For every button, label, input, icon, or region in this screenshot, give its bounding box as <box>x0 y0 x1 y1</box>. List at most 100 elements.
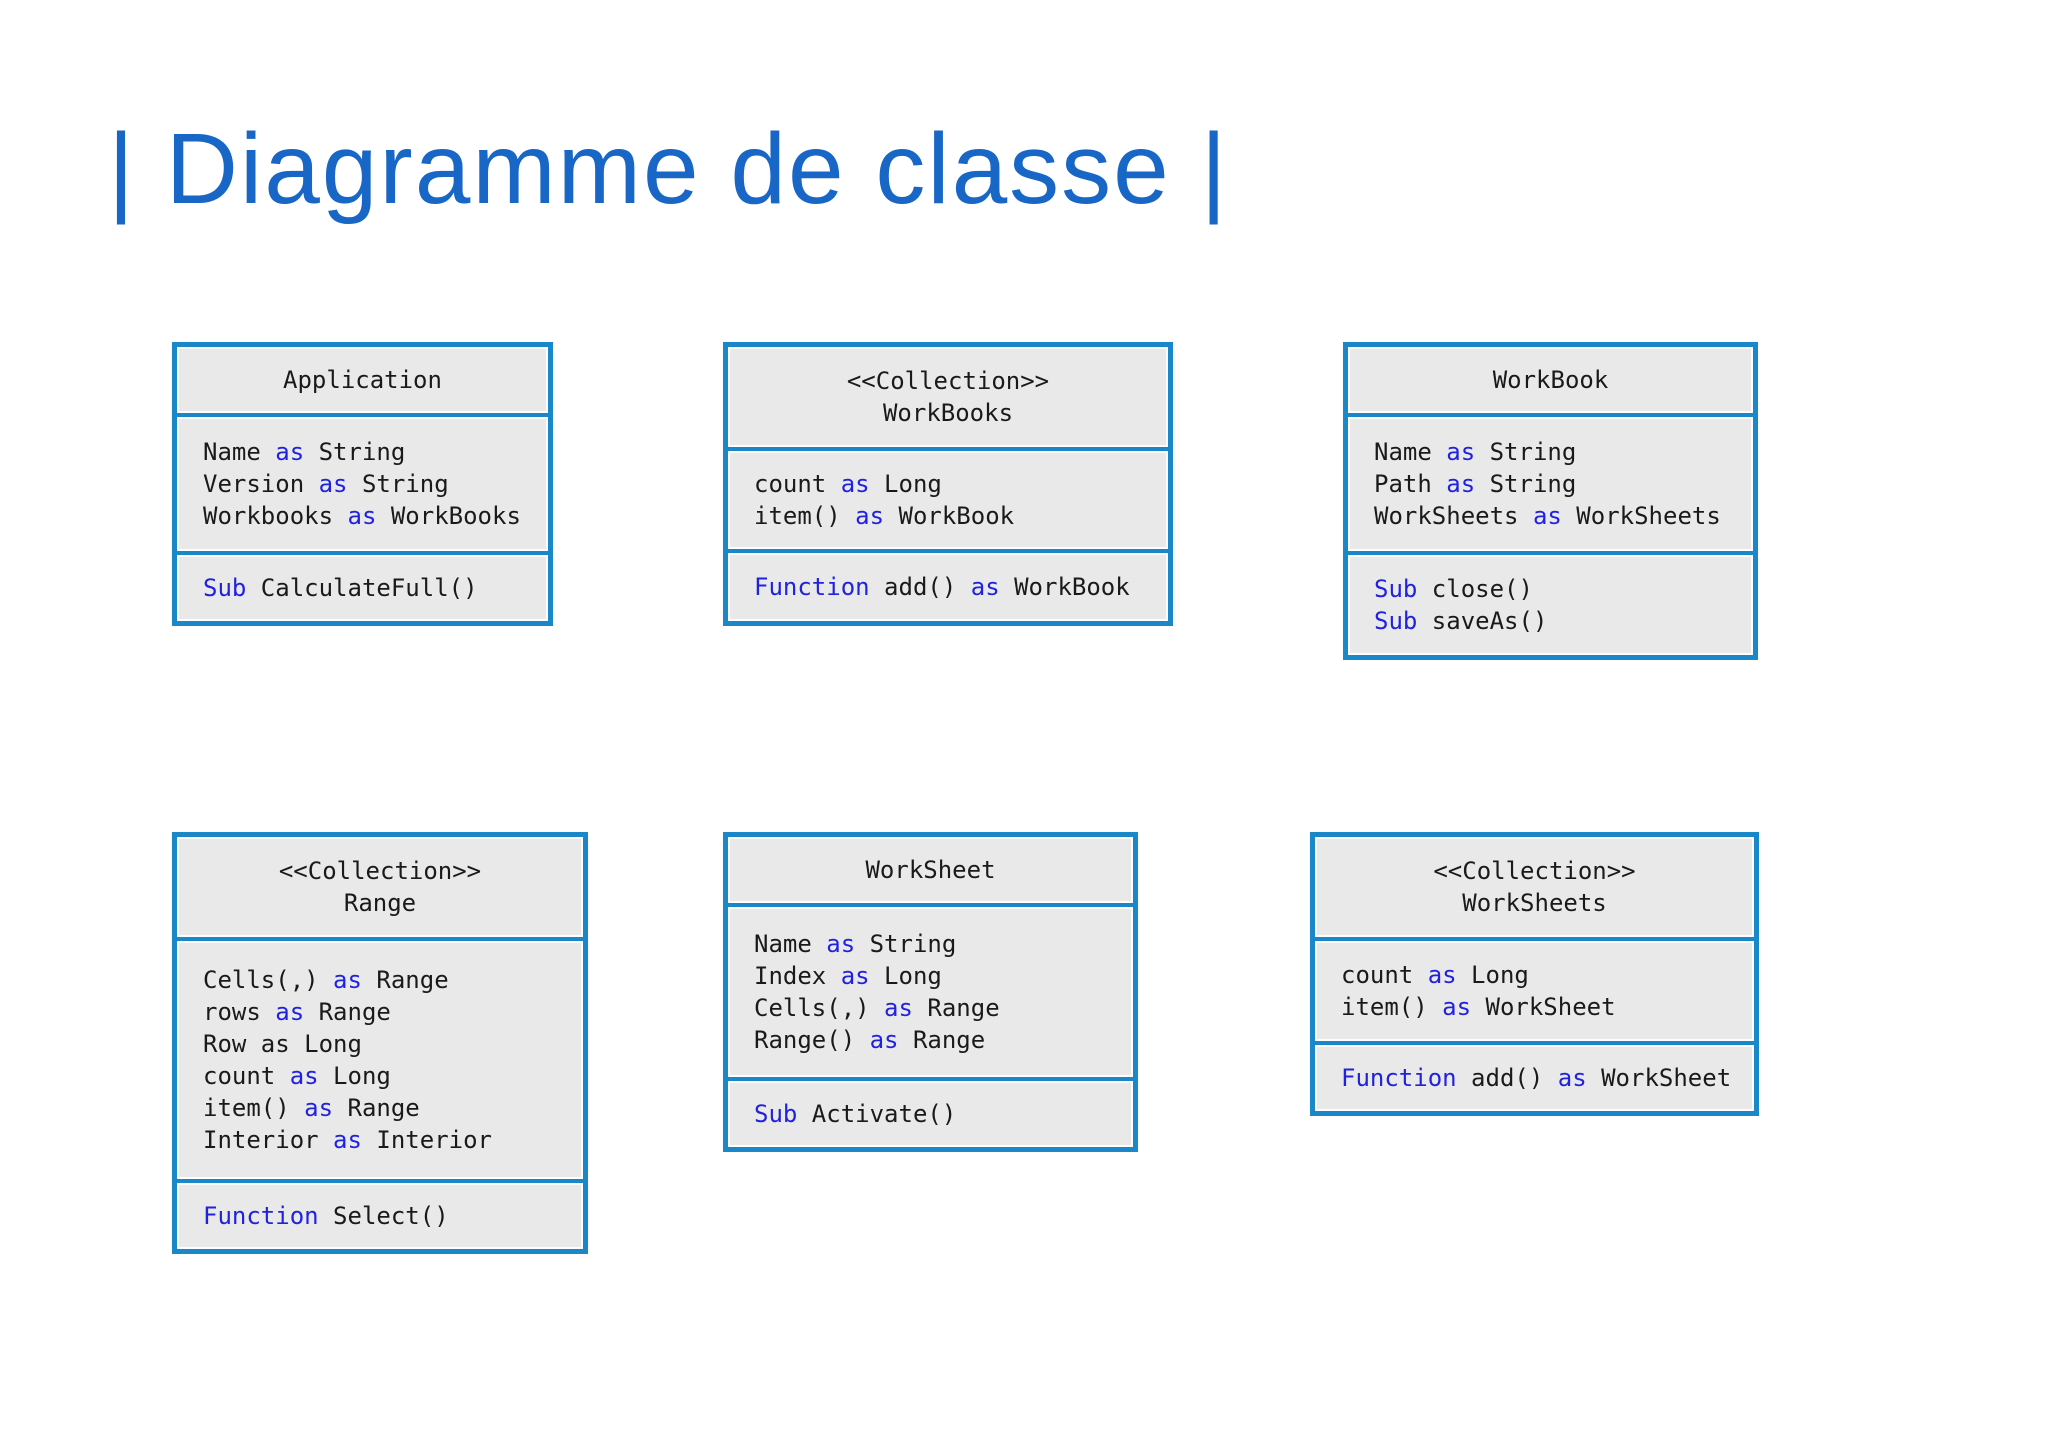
code-token: Name <box>203 438 276 466</box>
attribute-line: Name as String <box>203 436 405 468</box>
code-keyword-token: as <box>275 438 305 466</box>
code-token: Interior <box>361 1126 492 1154</box>
attribute-line: item() as WorkBook <box>754 500 1014 532</box>
code-token: Name <box>754 930 827 958</box>
class-header-range: <<Collection>> Range <box>177 837 583 937</box>
attribute-line: item() as Range <box>203 1092 420 1124</box>
code-token: Range <box>912 994 1000 1022</box>
code-token: Range <box>333 1094 420 1122</box>
code-token: Cells(,) <box>203 966 334 994</box>
class-methods-application: Sub CalculateFull() <box>177 555 548 621</box>
code-keyword-token: as <box>840 962 870 990</box>
code-keyword-token: as <box>1557 1064 1587 1092</box>
code-token: Select() <box>318 1202 449 1230</box>
method-line: Sub Activate() <box>754 1098 956 1130</box>
attribute-line: Interior as Interior <box>203 1124 492 1156</box>
code-token: WorkSheets <box>1561 502 1721 530</box>
code-token: add() <box>1456 1064 1558 1092</box>
class-header-workbooks: <<Collection>>WorkBooks <box>728 347 1168 447</box>
attribute-line: item() as WorkSheet <box>1341 991 1616 1023</box>
class-name: Range <box>343 889 417 917</box>
code-token: Cells(,) <box>754 994 885 1022</box>
attribute-line: Workbooks as WorkBooks <box>203 500 521 532</box>
code-token: WorkSheets <box>1374 502 1533 530</box>
attribute-line: count as Long <box>1341 959 1529 991</box>
code-token: Long <box>1456 961 1529 989</box>
attribute-line: Path as String <box>1374 468 1576 500</box>
class-stereotype: <<Collection>> <box>278 857 482 885</box>
code-token: WorkSheet <box>1586 1064 1732 1092</box>
code-keyword-token: as <box>826 930 856 958</box>
code-keyword-token: Sub <box>1374 607 1418 635</box>
method-line: Sub saveAs() <box>1374 605 1547 637</box>
method-line: Function Select() <box>203 1200 449 1232</box>
class-methods-range: Function Select() <box>177 1183 583 1249</box>
code-token: Range() <box>754 1026 870 1054</box>
code-keyword-token: as <box>289 1062 319 1090</box>
code-token: WorkBook <box>999 573 1130 601</box>
code-keyword-token: as <box>1446 470 1476 498</box>
code-token: String <box>1475 470 1577 498</box>
code-token: close() <box>1417 575 1533 603</box>
class-methods-workbook: Sub close()Sub saveAs() <box>1348 555 1753 655</box>
code-token: Long <box>318 1062 391 1090</box>
code-token: Workbooks <box>203 502 348 530</box>
code-token: saveAs() <box>1417 607 1548 635</box>
code-token: String <box>347 470 449 498</box>
code-keyword-token: as <box>1446 438 1476 466</box>
code-token: Name <box>1374 438 1447 466</box>
class-header-worksheets: <<Collection>>WorkSheets <box>1315 837 1754 937</box>
class-methods-worksheets: Function add() as WorkSheet <box>1315 1045 1754 1111</box>
code-token: rows <box>203 998 276 1026</box>
code-keyword-token: Sub <box>1374 575 1418 603</box>
code-keyword-token: as <box>1442 993 1472 1021</box>
attribute-line: Version as String <box>203 468 449 500</box>
attribute-line: WorkSheets as WorkSheets <box>1374 500 1721 532</box>
code-token: item() <box>203 1094 305 1122</box>
code-keyword-token: as <box>884 994 913 1022</box>
code-token: Range <box>898 1026 986 1054</box>
class-header-workbook: WorkBook <box>1348 347 1753 413</box>
class-name: WorkSheet <box>865 856 996 884</box>
code-keyword-token: Sub <box>754 1100 798 1128</box>
method-line: Function add() as WorkBook <box>754 571 1130 603</box>
code-keyword-token: as <box>333 966 362 994</box>
code-token: item() <box>754 502 856 530</box>
class-methods-workbooks: Function add() as WorkBook <box>728 553 1168 621</box>
code-token: WorkSheet <box>1471 993 1616 1021</box>
attribute-line: Cells(,) as Range <box>203 964 449 996</box>
code-token: Row as Long <box>203 1030 362 1058</box>
class-stereotype: <<Collection>> <box>846 367 1050 395</box>
code-keyword-token: Function <box>203 1202 319 1230</box>
class-header-application: Application <box>177 347 548 413</box>
attribute-line: Cells(,) as Range <box>754 992 1000 1024</box>
code-keyword-token: as <box>347 502 377 530</box>
page-title: | Diagramme de classe | <box>108 113 1229 225</box>
code-token: item() <box>1341 993 1443 1021</box>
class-name: WorkBook <box>1492 366 1609 394</box>
code-keyword-token: as <box>840 470 870 498</box>
method-line: Sub close() <box>1374 573 1533 605</box>
code-keyword-token: as <box>304 1094 334 1122</box>
code-keyword-token: as <box>1532 502 1562 530</box>
class-name: Application <box>283 366 442 394</box>
code-keyword-token: Function <box>1341 1064 1457 1092</box>
method-line: Sub CalculateFull() <box>203 572 478 604</box>
code-token: Version <box>203 470 319 498</box>
attribute-line: Name as String <box>754 928 956 960</box>
code-keyword-token: as <box>333 1126 362 1154</box>
code-token: Long <box>869 962 942 990</box>
code-token: count <box>754 470 841 498</box>
attribute-line: count as Long <box>203 1060 391 1092</box>
code-keyword-token: Function <box>754 573 870 601</box>
attribute-line: Range() as Range <box>754 1024 985 1056</box>
code-token: Activate() <box>797 1100 957 1128</box>
